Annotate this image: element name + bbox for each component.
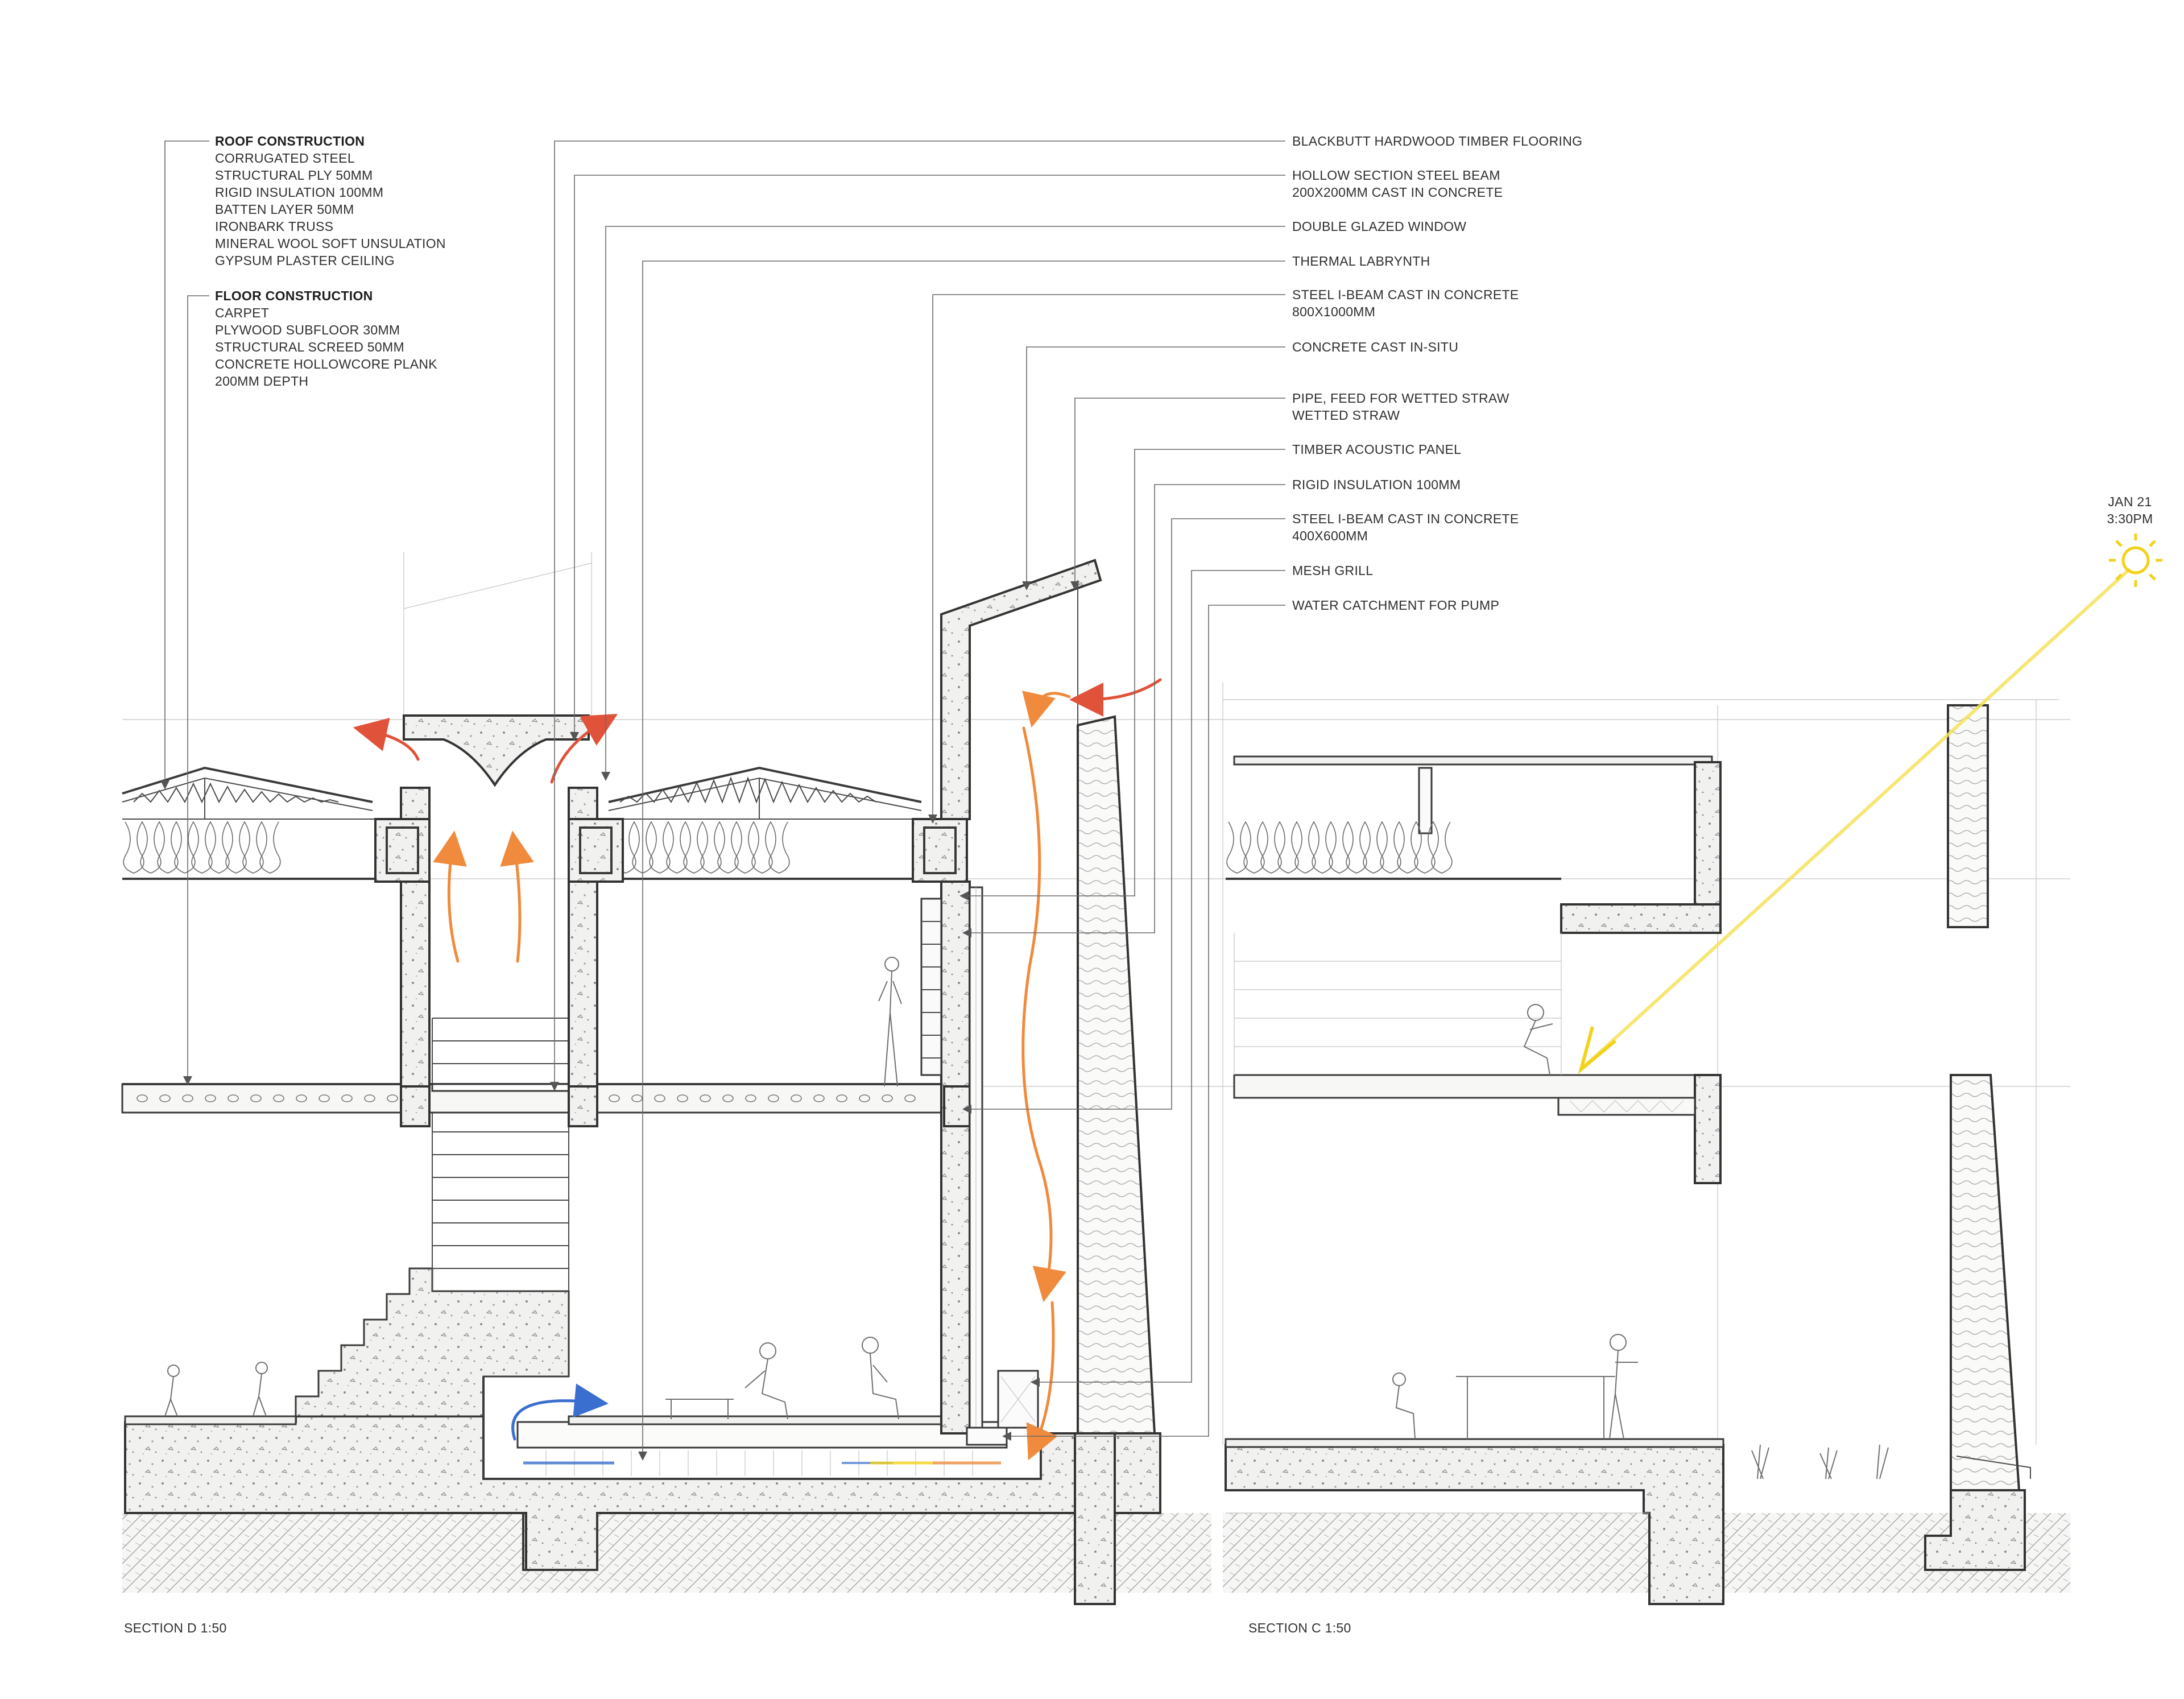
people-figures [164, 957, 1638, 1440]
roof-construction-heading: ROOF CONSTRUCTION [215, 134, 365, 148]
stair-plinth [295, 1018, 570, 1417]
callout-label: CONCRETE CAST IN-SITU [1292, 340, 1458, 354]
roof-item: CORRUGATED STEEL [215, 151, 355, 166]
table-d [665, 1399, 734, 1419]
person-standing-c2 [1609, 1334, 1638, 1440]
roof-item: STRUCTURAL PLY 50MM [215, 168, 373, 183]
roof-item: RIGID INSULATION 100MM [215, 185, 383, 200]
person-reading-c1 [1523, 1004, 1553, 1076]
person-sitting-d3 [862, 1337, 899, 1420]
first-floor-slab [121, 1083, 954, 1114]
callout-label: PIPE, FEED FOR WETTED STRAW [1292, 391, 1509, 406]
callout-label: 800X1000MM [1292, 304, 1375, 319]
floor-item: STRUCTURAL SCREED 50MM [215, 340, 404, 354]
person-sitting-d2 [744, 1342, 788, 1420]
floor-item: PLYWOOD SUBFLOOR 30MM [215, 323, 400, 337]
plants [1751, 1444, 1889, 1479]
person-standing-d1 [878, 957, 902, 1087]
roof-trusses [122, 766, 922, 820]
roof-insulation [122, 821, 921, 880]
callout-label: WATER CATCHMENT FOR PUMP [1292, 598, 1499, 613]
callout-label: DOUBLE GLAZED WINDOW [1292, 219, 1466, 234]
tower-wall [912, 559, 1156, 1446]
callout-label: HOLLOW SECTION STEEL BEAM [1292, 168, 1500, 183]
airflow-arrows [353, 678, 1162, 1461]
roof-item: IRONBARK TRUSS [215, 219, 333, 234]
callout-label: STEEL I-BEAM CAST IN CONCRETE [1292, 287, 1519, 302]
callout-label: 400X600MM [1292, 528, 1368, 543]
thermal-labyrinth-trench [482, 1376, 1042, 1480]
leader-lines-left [160, 140, 209, 1085]
person-sitting-c3 [1392, 1373, 1416, 1440]
callout-label: BLACKBUTT HARDWOOD TIMBER FLOORING [1292, 134, 1582, 148]
callout-label: THERMAL LABRYNTH [1292, 254, 1430, 268]
roof-construction-notes: ROOF CONSTRUCTION CORRUGATED STEEL STRUC… [215, 134, 446, 268]
ground-floor-slab [124, 1415, 957, 1425]
library-shelves [1234, 933, 1562, 1075]
person-child-d4 [164, 1365, 180, 1417]
callout-label: 200X200MM CAST IN CONCRETE [1292, 185, 1503, 200]
person-child-d5 [253, 1362, 268, 1417]
sun-time: 3:30PM [2107, 511, 2153, 526]
callout-label: WETTED STRAW [1292, 408, 1400, 423]
section-c-building [1223, 704, 2070, 1605]
roof-item: BATTEN LAYER 50MM [215, 202, 354, 217]
floor-item: CONCRETE HOLLOWCORE PLANK [215, 357, 437, 371]
roof-item: GYPSUM PLASTER CEILING [215, 253, 395, 268]
sun-annotation: JAN 21 3:30PM [2107, 494, 2153, 526]
callout-labels: BLACKBUTT HARDWOOD TIMBER FLOORING HOLLO… [1292, 134, 1582, 613]
roof-canopy-beam [403, 714, 590, 787]
callout-label: RIGID INSULATION 100MM [1292, 477, 1461, 492]
floor-item: CARPET [215, 305, 269, 320]
callout-label: STEEL I-BEAM CAST IN CONCRETE [1292, 511, 1519, 526]
floor-construction-heading: FLOOR CONSTRUCTION [215, 288, 373, 303]
leader-lines-right [550, 140, 1285, 1461]
floor-construction-notes: FLOOR CONSTRUCTION CARPET PLYWOOD SUBFLO… [215, 288, 437, 388]
table-c [1456, 1376, 1615, 1439]
section-d-title: SECTION D 1:50 [124, 1621, 227, 1635]
callout-label: TIMBER ACOUSTIC PANEL [1292, 442, 1461, 457]
sun-ray [1578, 567, 2132, 1074]
floor-item: 200MM DEPTH [215, 374, 308, 388]
callout-label: MESH GRILL [1292, 563, 1373, 578]
sun-date: JAN 21 [2108, 494, 2152, 509]
sun-icon [2109, 534, 2162, 587]
section-titles: SECTION D 1:50 SECTION C 1:50 [124, 1621, 1351, 1635]
concrete-columns-section-d [374, 787, 624, 1127]
section-c-title: SECTION C 1:50 [1248, 1621, 1351, 1635]
roof-item: MINERAL WOOL SOFT UNSULATION [215, 236, 446, 251]
